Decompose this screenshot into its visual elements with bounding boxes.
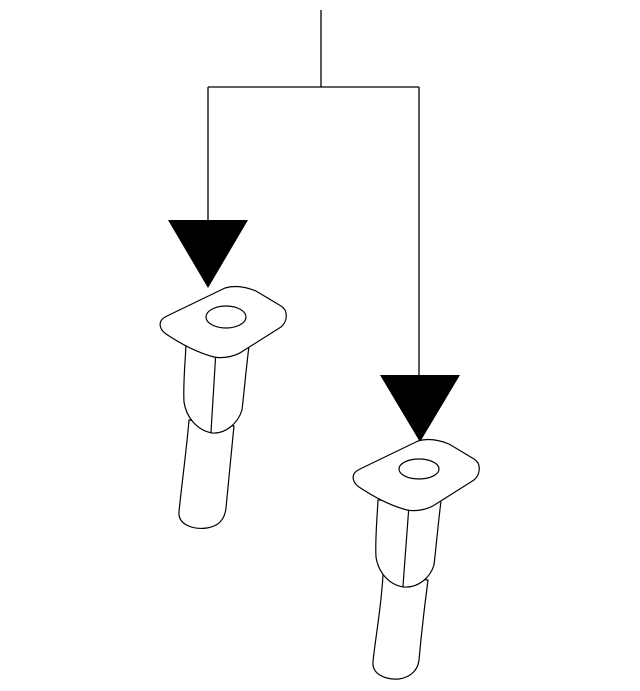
clip-left-body-edge: [210, 349, 217, 433]
clip-left-head-hole: [205, 305, 247, 329]
callout-arrow-left: [168, 220, 248, 288]
clip-right-body: [375, 499, 442, 588]
push-pin-clip-left: [159, 285, 287, 529]
callout-arrow-right: [380, 375, 460, 442]
clip-right-body-edge: [402, 504, 410, 587]
leader-lines: [207, 10, 420, 376]
push-pin-clip-right: [352, 438, 480, 680]
clip-left-pin-shaft: [178, 419, 235, 529]
clip-right-pin-shaft: [372, 574, 429, 680]
clip-left-body: [183, 344, 250, 434]
clip-right-head-hole: [398, 458, 440, 480]
